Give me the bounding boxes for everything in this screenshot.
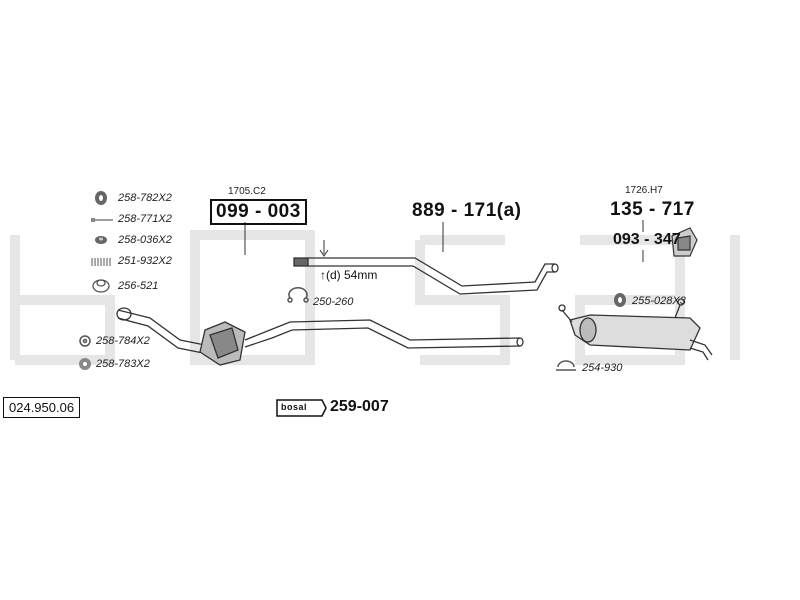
mount-number[interactable]: 093 - 347 — [613, 231, 681, 248]
nut-icon — [95, 236, 107, 244]
clamp-icon — [287, 287, 309, 303]
accessory-code: 258-771X2 — [118, 213, 172, 225]
washer-icon — [79, 358, 91, 370]
front-pipe-ref: 1705.C2 — [228, 186, 266, 197]
middle-pipe-drawing — [293, 240, 559, 295]
accessory-code: 258-783X2 — [96, 358, 150, 370]
accessory-code: 258-784X2 — [96, 335, 150, 347]
rear-silencer-ref: 1726.H7 — [625, 185, 663, 196]
accessory-code: 251-932X2 — [118, 255, 172, 267]
bolt-icon — [91, 218, 113, 222]
front-pipe-drawing — [116, 307, 524, 366]
rubber-ring-icon — [95, 191, 107, 205]
mount-bracket-icon — [671, 227, 698, 257]
middle-pipe-diameter-note: ↑(d) 54mm — [320, 268, 378, 282]
accessory-code: 254-930 — [582, 362, 623, 374]
brand-badge: bosal — [281, 402, 308, 412]
kit-number[interactable]: 259-007 — [330, 398, 389, 415]
leader-lines — [244, 220, 644, 262]
catalog-number: 024.950.06 — [3, 397, 81, 418]
kit-badge-frame — [276, 399, 327, 417]
spring-icon — [91, 258, 111, 266]
accessory-code: 258-036X2 — [118, 234, 172, 246]
accessory-code: 250-260 — [313, 296, 354, 308]
accessory-code: 256-521 — [118, 280, 159, 292]
clamp-icon — [556, 360, 576, 371]
gasket-icon — [92, 279, 110, 293]
front-pipe-number[interactable]: 099 - 003 — [210, 199, 307, 225]
middle-pipe-number[interactable]: 889 - 171(a) — [412, 200, 522, 221]
accessory-code: 255-028X3 — [632, 295, 686, 307]
watermark — [10, 230, 740, 365]
rear-silencer-number[interactable]: 135 - 717 — [610, 199, 695, 220]
rear-silencer-drawing — [558, 298, 713, 361]
accessory-code: 258-782X2 — [118, 192, 172, 204]
washer-icon — [79, 335, 91, 347]
rubber-ring-icon — [614, 293, 626, 307]
